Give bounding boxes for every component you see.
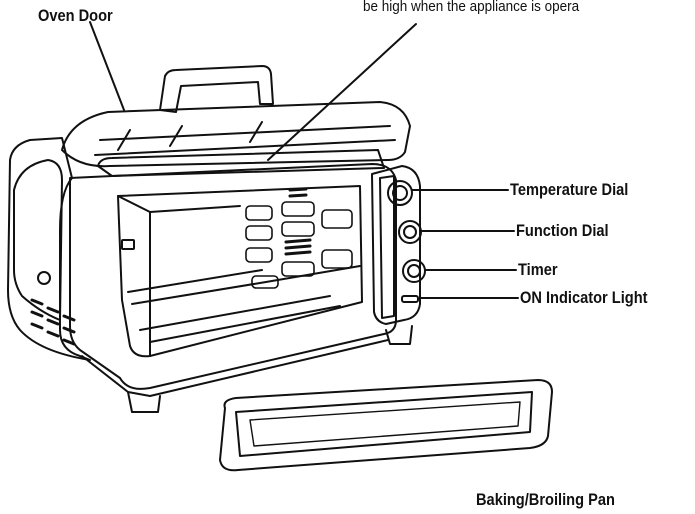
back-panel-pattern	[245, 187, 353, 289]
baking-pan-shape	[219, 379, 553, 472]
oven-foot-left	[127, 391, 161, 413]
label-baking-pan: Baking/Broiling Pan	[476, 490, 615, 509]
oven-foot-right	[385, 325, 413, 345]
side-vents	[30, 298, 76, 346]
timer-knob	[402, 259, 426, 283]
oven-door-glass	[97, 149, 385, 177]
oven-cavity	[117, 185, 363, 358]
label-top-note: be high when the appliance is opera	[363, 0, 580, 15]
label-timer: Timer	[518, 260, 558, 279]
door-switch	[121, 239, 135, 250]
wire-rack	[127, 265, 361, 305]
on-indicator-light	[401, 295, 419, 303]
door-knob	[37, 271, 51, 285]
function-dial-knob	[398, 220, 422, 244]
temperature-dial-knob	[387, 180, 413, 206]
oven-left-side	[7, 137, 91, 361]
oven-front-frame	[69, 163, 397, 390]
oven-handle	[159, 65, 274, 113]
leader-top-note	[267, 23, 417, 161]
label-function-dial: Function Dial	[516, 221, 609, 240]
control-panel	[371, 165, 421, 325]
label-oven-door: Oven Door	[38, 6, 113, 25]
leader-oven-door	[89, 21, 125, 111]
label-temperature-dial: Temperature Dial	[510, 180, 629, 199]
label-on-indicator-light: ON Indicator Light	[520, 288, 648, 307]
